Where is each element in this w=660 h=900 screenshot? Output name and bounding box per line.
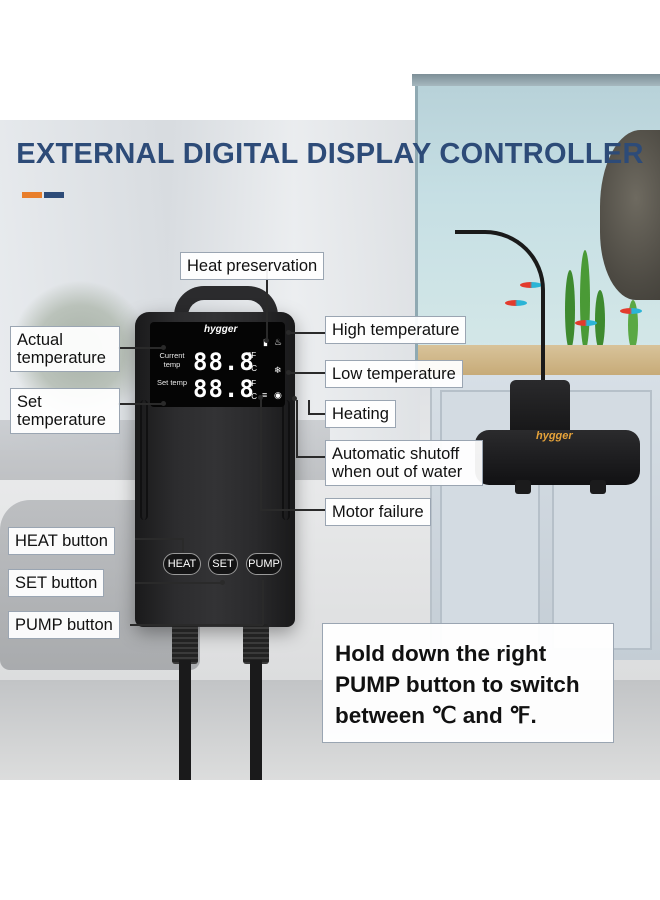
aquarium-rim (412, 74, 660, 86)
connector-line (118, 347, 163, 349)
current-temp-label: Current temp (159, 351, 185, 369)
callout-motor-failure: Motor failure (325, 498, 431, 526)
connector-dot (220, 580, 225, 585)
connector-line (290, 372, 325, 374)
pump-plug (243, 624, 269, 664)
unit-f: °F (248, 351, 257, 360)
callout-high-temperature: High temperature (325, 316, 467, 344)
fish (520, 282, 542, 288)
unit-c: °C (248, 392, 257, 401)
power-cord (179, 660, 191, 780)
callout-pump-button: PUMP button (8, 611, 120, 639)
aquarium-plant (565, 270, 575, 350)
pump-button[interactable]: PUMP (246, 553, 282, 575)
callout-actual-temperature: Actual temperature (10, 326, 120, 372)
set-temp-label: Set temp (156, 378, 187, 387)
connector-dot (161, 345, 166, 350)
heater-cable (455, 230, 545, 390)
fish (505, 300, 527, 306)
aquarium-plant (628, 300, 638, 350)
connector-line (130, 624, 263, 626)
controller-side-grip (282, 400, 290, 520)
connector-dot (286, 330, 291, 335)
high-temperature-icon: ♨ (274, 337, 283, 347)
connector-line (135, 582, 223, 584)
callout-heat-preservation: Heat preservation (180, 252, 325, 280)
connector-dot (264, 338, 269, 343)
connector-line (260, 509, 325, 511)
title-accent-orange (22, 192, 42, 198)
heating-icon: ≡ (262, 390, 268, 400)
connector-dot (161, 401, 166, 406)
connector-dot (258, 395, 263, 400)
low-temperature-icon: ❄ (274, 365, 282, 375)
callout-heating: Heating (325, 400, 396, 428)
connector-line (135, 538, 183, 540)
controller-screen (150, 322, 285, 407)
aquarium-plant (595, 290, 605, 350)
fish (575, 320, 597, 326)
heater-suction-cup (515, 480, 531, 494)
callout-set-temperature: Set temperature (10, 388, 120, 434)
heater-housing-top (510, 380, 570, 435)
current-temp-digits: 88.8 (193, 348, 255, 376)
connector-dot (286, 370, 291, 375)
page-title: EXTERNAL DIGITAL DISPLAY CONTROLLER (16, 138, 644, 170)
connector-line (262, 580, 264, 625)
connector-line (118, 403, 163, 405)
aquarium-rock (600, 130, 660, 300)
out-of-water-icon: ◉ (274, 390, 282, 400)
callout-auto-shutoff: Automatic shutoff when out of water (325, 440, 483, 486)
pump-switch-note: Hold down the right PUMP button to switc… (322, 623, 614, 743)
power-plug (172, 624, 198, 664)
aquarium-heater (475, 430, 640, 485)
connector-line (290, 332, 325, 334)
pump-cord (250, 660, 262, 780)
heat-button[interactable]: HEAT (163, 553, 201, 575)
connector-line (296, 456, 325, 458)
unit-f: °F (248, 379, 257, 388)
title-accent-blue (44, 192, 64, 198)
connector-dot (292, 396, 297, 401)
set-button[interactable]: SET (208, 553, 238, 575)
unit-c: °C (248, 364, 257, 373)
connector-line (308, 413, 325, 415)
connector-line (296, 400, 298, 458)
set-temp-digits: 88.8 (193, 375, 255, 403)
callout-heat-button: HEAT button (8, 527, 115, 555)
controller-side-grip (140, 400, 148, 520)
connector-line (308, 400, 310, 415)
heater-brand-logo: hygger (536, 430, 573, 442)
aquarium-plant (580, 250, 590, 350)
callout-set-button: SET button (8, 569, 105, 597)
connector-line (260, 398, 262, 510)
callout-low-temperature: Low temperature (325, 360, 463, 388)
fish (620, 308, 642, 314)
controller-brand-logo: hygger (204, 324, 238, 335)
connector-line (266, 265, 268, 340)
connector-line (182, 538, 184, 552)
heater-suction-cup (590, 480, 606, 494)
